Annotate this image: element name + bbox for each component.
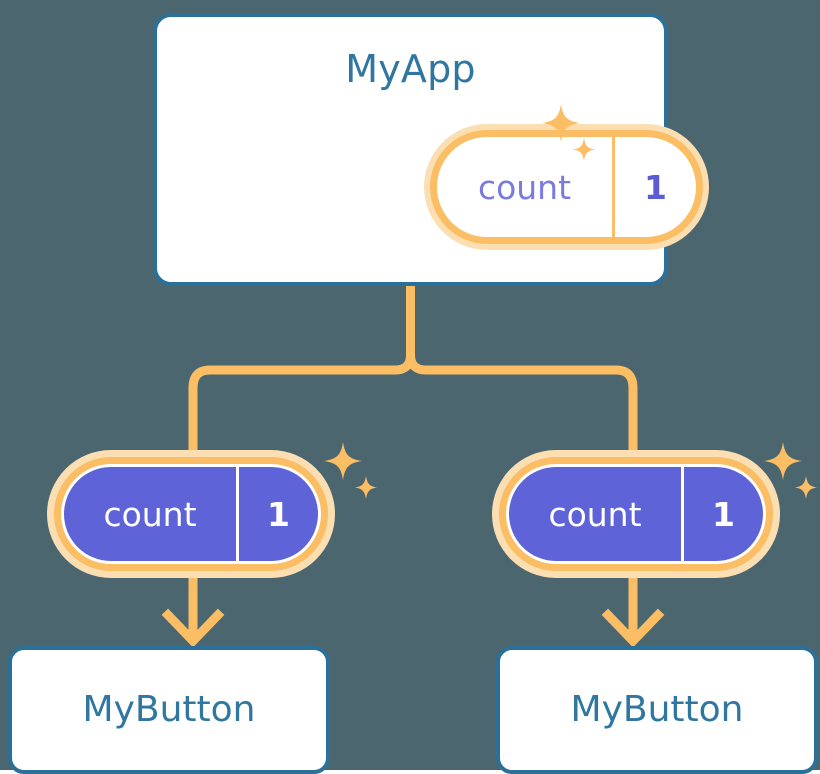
app-card-title: MyApp <box>345 47 476 91</box>
signal-divider <box>236 467 239 561</box>
signal-value: 1 <box>712 494 735 534</box>
left-child-signal-pill: count 1 <box>47 450 335 578</box>
right-leaf-label: MyButton <box>570 688 744 730</box>
left-leaf-label: MyButton <box>82 688 256 730</box>
signal-name: count <box>548 494 642 534</box>
signal-body: count 1 <box>506 464 766 564</box>
signal-body: count 1 <box>61 464 321 564</box>
right-leaf-card: MyButton <box>496 646 818 774</box>
connector-branch-right <box>406 354 638 455</box>
signal-divider <box>681 467 684 561</box>
right-child-signal-pill: count 1 <box>492 450 780 578</box>
app-signal-pill: count 1 <box>424 124 709 250</box>
signal-name: count <box>477 167 572 207</box>
signal-fill: count 1 <box>509 467 763 561</box>
signal-body: count 1 <box>437 137 696 237</box>
signal-fill: count 1 <box>64 467 318 561</box>
signal-value: 1 <box>267 494 290 534</box>
connector-branch-left <box>188 354 415 455</box>
arrowhead-right <box>601 608 665 648</box>
left-leaf-card: MyButton <box>8 646 330 774</box>
signal-divider <box>612 137 615 237</box>
arrowhead-left <box>161 608 225 648</box>
signal-name: count <box>103 494 197 534</box>
signal-value: 1 <box>644 167 667 207</box>
app-card: MyApp count 1 <box>153 13 709 286</box>
